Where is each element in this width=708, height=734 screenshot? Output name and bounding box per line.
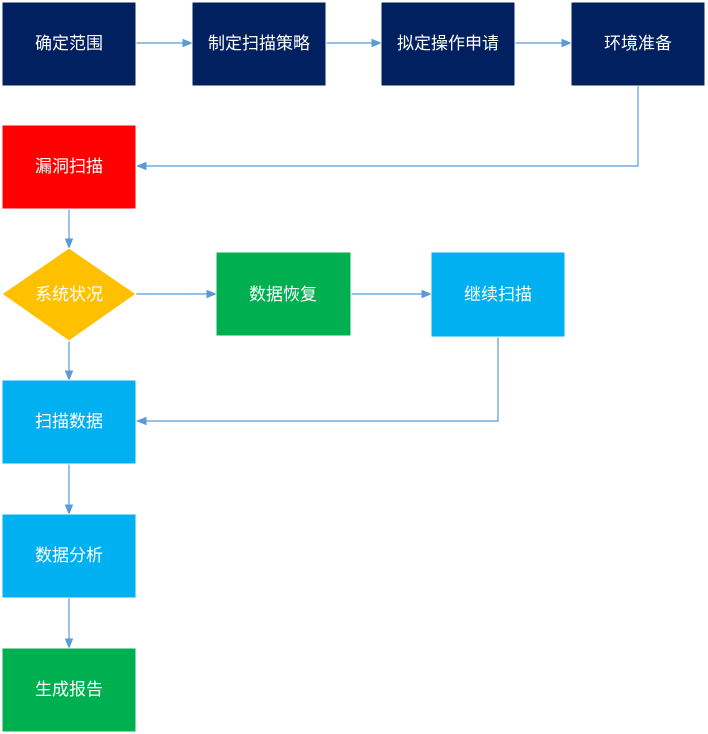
- node-continue-scan[interactable]: 继续扫描: [430, 251, 566, 338]
- node-scan-data[interactable]: 扫描数据: [1, 379, 137, 465]
- connectors: [64, 38, 639, 650]
- node-system-status-label: 系统状况: [35, 285, 103, 305]
- node-env-prep-label: 环境准备: [604, 34, 672, 54]
- node-determine-scope[interactable]: 确定范围: [1, 1, 137, 87]
- node-gen-report[interactable]: 生成报告: [1, 647, 137, 733]
- node-scan-data-box: [1, 379, 137, 465]
- node-gen-report-label: 生成报告: [35, 680, 103, 700]
- node-scan-strategy[interactable]: 制定扫描策略: [191, 1, 327, 87]
- node-env-prep[interactable]: 环境准备: [570, 1, 706, 87]
- node-data-analysis-label: 数据分析: [35, 546, 103, 566]
- node-operation-request-label: 拟定操作申请: [397, 34, 499, 54]
- node-gen-report-box: [1, 647, 137, 733]
- node-scan-strategy-label: 制定扫描策略: [208, 34, 310, 54]
- node-continue-scan-box: [430, 251, 566, 338]
- node-continue-scan-label: 继续扫描: [464, 285, 532, 305]
- node-data-recovery-label: 数据恢复: [249, 285, 317, 305]
- node-data-analysis-box: [1, 513, 137, 599]
- node-data-analysis[interactable]: 数据分析: [1, 513, 137, 599]
- node-operation-request[interactable]: 拟定操作申请: [380, 1, 516, 87]
- node-determine-scope-box: [1, 1, 137, 87]
- edge-env-prep-to-vuln-scan: [135, 86, 639, 171]
- node-system-status[interactable]: 系统状况: [1, 247, 137, 342]
- node-vuln-scan[interactable]: 漏洞扫描: [1, 124, 137, 210]
- node-env-prep-box: [570, 1, 706, 87]
- node-vuln-scan-label: 漏洞扫描: [35, 157, 103, 177]
- node-data-recovery[interactable]: 数据恢复: [215, 251, 352, 337]
- edge-continue-scan-to-scan-data: [135, 337, 499, 426]
- node-vuln-scan-box: [1, 124, 137, 210]
- node-data-recovery-box: [215, 251, 352, 337]
- node-system-status-diamond: [1, 247, 137, 342]
- node-scan-strategy-box: [191, 1, 327, 87]
- node-operation-request-box: [380, 1, 516, 87]
- node-determine-scope-label: 确定范围: [35, 34, 103, 54]
- node-scan-data-label: 扫描数据: [35, 412, 103, 432]
